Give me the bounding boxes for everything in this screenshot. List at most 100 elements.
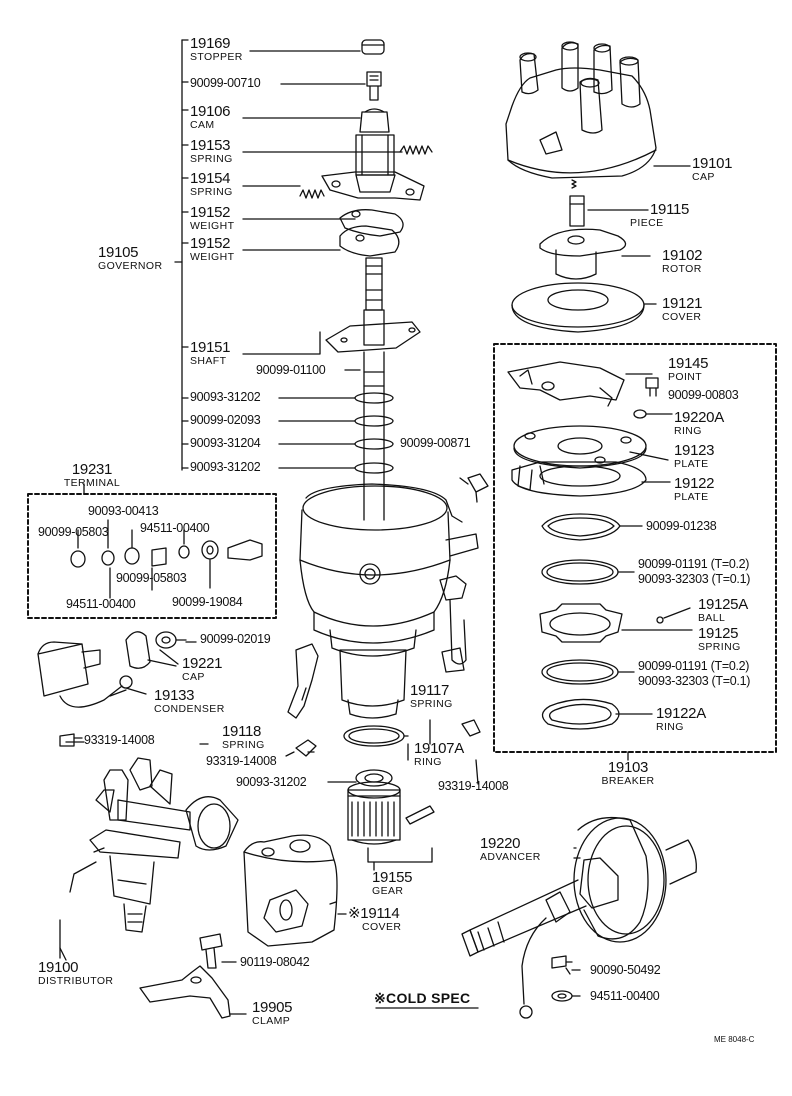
part-name: CAM xyxy=(190,119,215,131)
label-90099-01100: 90099-01100 xyxy=(256,363,326,377)
part-name: TERMINAL xyxy=(63,477,121,489)
label-90099-05803-left: 90099-05803 xyxy=(38,525,109,539)
part-number: 19221 xyxy=(182,655,223,672)
part-number: 93319-14008 xyxy=(206,754,277,768)
part-name: ROTOR xyxy=(662,263,702,275)
label-90099-00871: 90099-00871 xyxy=(400,436,471,450)
part-number: 19105 xyxy=(98,244,139,261)
part-number: 19103 xyxy=(607,759,649,776)
part-number: 90099-02093 xyxy=(190,413,261,427)
label-19105-governor: 19105 GOVERNOR xyxy=(98,245,162,272)
part-name: CLAMP xyxy=(252,1015,291,1027)
part-number: 19122 xyxy=(674,475,715,492)
part-number: 90099-01100 xyxy=(256,363,326,377)
part-number: 90099-05803 xyxy=(116,571,187,585)
part-number: 19102 xyxy=(662,247,703,264)
label-19153-spring: 19153 SPRING xyxy=(190,138,233,165)
label-90099-19084: 90099-19084 xyxy=(172,596,243,609)
part-number: 90093-31202 xyxy=(236,775,307,789)
part-name: BALL xyxy=(698,612,726,624)
label-19155-gear: 19155 GEAR xyxy=(372,869,413,897)
part-number: 19155 xyxy=(372,869,413,886)
part-number: 19154 xyxy=(190,170,231,187)
part-number: 94511-00400 xyxy=(140,521,210,535)
part-name: PLATE xyxy=(674,458,709,470)
label-19125a-ball: 19125A BALL xyxy=(698,597,748,624)
label-19122a-ring: 19122A RING xyxy=(656,706,706,733)
label-90099-01191-upper: 90099-01191 (T=0.2) xyxy=(638,558,749,571)
label-90090-50492: 90090-50492 xyxy=(590,964,661,977)
part-number: 90093-32303 (T=0.1) xyxy=(638,572,751,586)
label-90093-32303-lower: 90093-32303 (T=0.1) xyxy=(638,675,750,688)
part-name: COVER xyxy=(362,921,402,933)
label-19151-shaft: 19151 SHAFT xyxy=(190,339,231,367)
part-name: WEIGHT xyxy=(190,251,235,263)
label-19154-spring: 19154 SPRING xyxy=(190,171,233,198)
part-name: RING xyxy=(656,721,684,733)
part-number: 90099-01191 (T=0.2) xyxy=(638,659,750,673)
label-19152-weight-upper: 19152 WEIGHT xyxy=(190,205,234,232)
part-number: 19118 xyxy=(222,723,262,740)
part-number: 19107A xyxy=(414,740,464,757)
part-number: ※19114 xyxy=(348,905,400,922)
label-19125-spring: 19125 SPRING xyxy=(698,626,741,653)
part-number: 90093-00413 xyxy=(88,504,159,518)
part-name: POINT xyxy=(668,371,703,383)
part-number: 19121 xyxy=(662,295,703,312)
part-name: SPRING xyxy=(190,186,233,198)
part-number: 90099-00871 xyxy=(400,436,471,450)
part-number: 19122A xyxy=(656,705,706,722)
cold-spec-mark: ※ xyxy=(348,905,361,922)
label-19133-condenser: 19133 CONDENSER xyxy=(154,688,225,715)
part-number: 19169 xyxy=(190,35,231,52)
label-94511-00400-top: 94511-00400 xyxy=(140,521,210,535)
cold-spec-note: ※COLD SPEC xyxy=(374,990,471,1006)
part-number: 19151 xyxy=(190,339,231,356)
part-number: 90099-05803 xyxy=(38,525,109,539)
label-19122-plate: 19122 PLATE xyxy=(674,475,715,503)
part-name: SPRING xyxy=(410,698,453,710)
part-number: 93319-14008 xyxy=(84,733,155,747)
label-90099-05803-right: 90099-05803 xyxy=(116,571,187,585)
part-number: 19145 xyxy=(668,355,709,372)
part-name: DISTRIBUTOR xyxy=(38,975,114,987)
label-19103-breaker: 19103 BREAKER xyxy=(600,760,656,787)
part-name: SPRING xyxy=(698,641,741,653)
part-name: BREAKER xyxy=(601,775,655,787)
label-93319-14008-right: 93319-14008 xyxy=(438,780,509,793)
label-19101-cap: 19101 CAP xyxy=(692,156,733,183)
part-number: 90099-01238 xyxy=(646,519,717,533)
label-19117-spring: 19117 SPRING xyxy=(410,683,453,710)
part-name: PIECE xyxy=(630,217,664,229)
part-number: 19125 xyxy=(698,625,739,642)
part-name: SPRING xyxy=(190,153,233,165)
label-90093-31202-lower: 90093-31202 xyxy=(190,461,261,474)
part-name: STOPPER xyxy=(190,51,243,63)
label-19220a-ring: 19220A RING xyxy=(674,410,724,437)
part-number: 90099-02019 xyxy=(200,632,271,646)
part-number: 19152 xyxy=(190,235,231,252)
part-number: 90099-01191 (T=0.2) xyxy=(638,557,750,571)
label-90119-08042: 90119-08042 xyxy=(240,956,310,969)
label-90099-01191-lower: 90099-01191 (T=0.2) xyxy=(638,660,749,673)
label-90093-00413: 90093-00413 xyxy=(88,504,159,518)
part-number: 90093-31204 xyxy=(190,436,261,450)
part-number: 19123 xyxy=(674,442,715,459)
part-number: 19152 xyxy=(190,204,231,221)
part-number: 19220A xyxy=(674,409,724,426)
part-name: CONDENSER xyxy=(154,703,225,715)
label-19121-cover: 19121 COVER xyxy=(662,295,703,323)
part-number: 90093-32303 (T=0.1) xyxy=(638,674,751,688)
part-name: GEAR xyxy=(372,885,404,897)
part-number: 19133 xyxy=(154,687,195,704)
label-94511-00400-advancer: 94511-00400 xyxy=(590,990,660,1003)
part-name: RING xyxy=(414,756,442,768)
label-19221-cap: 19221 CAP xyxy=(182,655,223,683)
label-19145-point: 19145 POINT xyxy=(668,355,709,383)
part-number: 19153 xyxy=(190,137,231,154)
label-19114-cover: ※19114 COVER xyxy=(348,906,401,933)
label-90093-32303-upper: 90093-32303 (T=0.1) xyxy=(638,573,750,586)
part-name: WEIGHT xyxy=(190,220,235,232)
part-name: GOVERNOR xyxy=(98,260,163,272)
